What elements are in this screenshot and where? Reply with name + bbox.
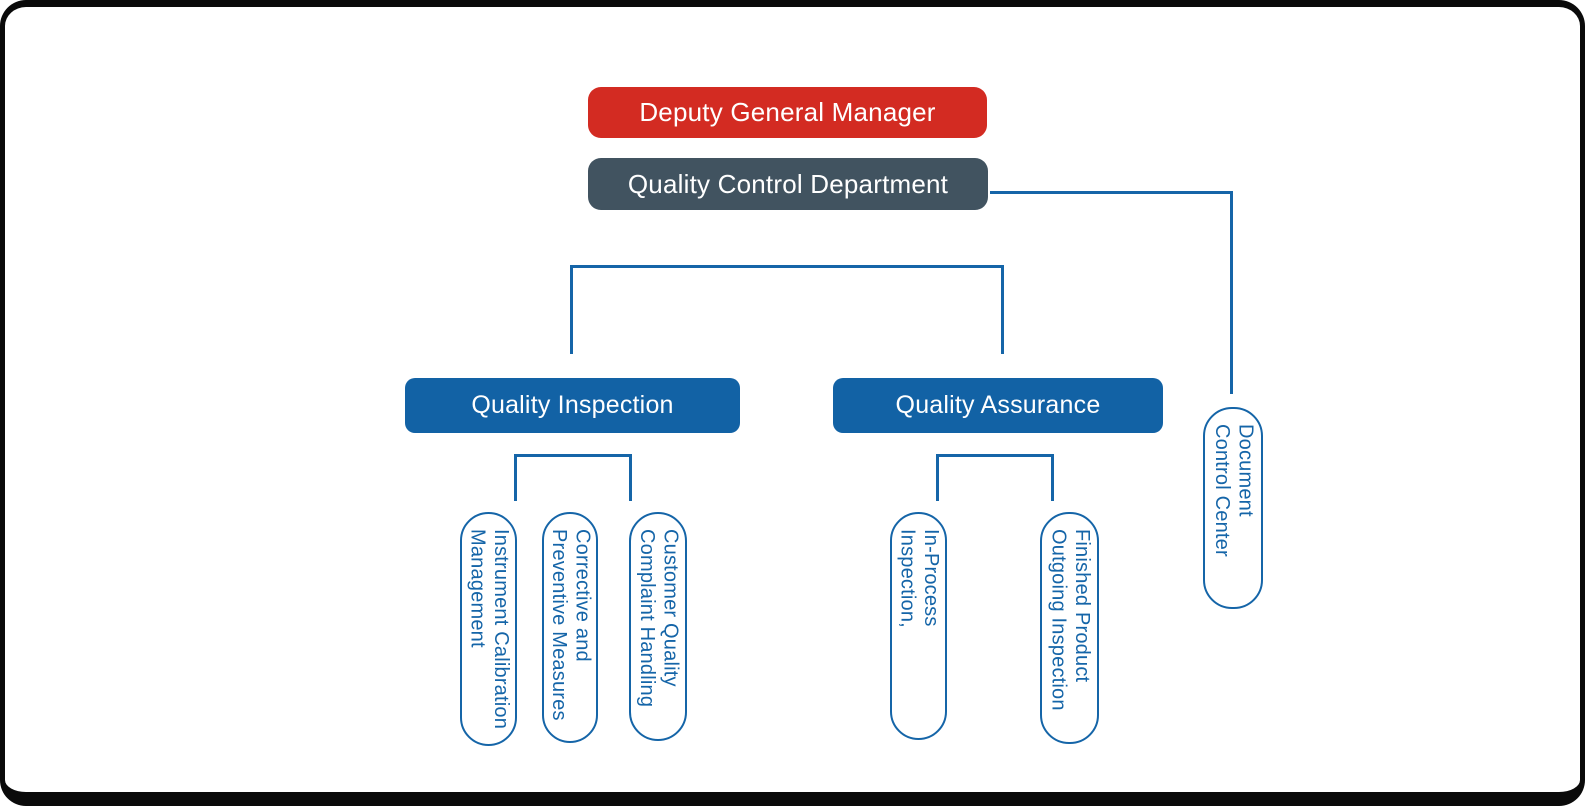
node-customer-quality-complaint-handling-label: Customer Quality Complaint Handling [634, 514, 682, 739]
connector-qa-bracket-right-drop [1051, 454, 1054, 501]
node-deputy-general-manager-label: Deputy General Manager [639, 97, 936, 127]
node-document-control-center: Document Control Center [1203, 407, 1263, 609]
node-finished-product-outgoing-inspection-label: Finished Product Outgoing Inspection [1046, 514, 1094, 742]
vtext-line: Complaint Handling [636, 529, 658, 708]
vtext-line: Management [466, 529, 489, 648]
node-deputy-general-manager: Deputy General Manager [588, 87, 987, 138]
connector-main-bracket-left-drop [570, 265, 573, 354]
vtext-line: Finished Product [1071, 529, 1094, 683]
vtext-line: Preventive Measures [548, 529, 570, 721]
vtext-line: Instrument Calibration [490, 529, 513, 730]
connector-qa-bracket-horizontal [936, 454, 1054, 457]
node-document-control-center-label: Document Control Center [1209, 409, 1257, 607]
vtext-line: In-Process [920, 529, 943, 627]
vtext-line: Outgoing Inspection [1047, 529, 1070, 711]
connector-qi-bracket-horizontal [514, 454, 632, 457]
node-instrument-calibration-management-label: Instrument Calibration Management [465, 514, 513, 744]
node-quality-control-department: Quality Control Department [588, 158, 988, 210]
connector-qcd-to-doc-vertical [1230, 191, 1233, 394]
node-corrective-preventive-measures: Corrective and Preventive Measures [542, 512, 598, 743]
vtext-line: Document [1234, 424, 1257, 517]
node-finished-product-outgoing-inspection: Finished Product Outgoing Inspection [1040, 512, 1099, 744]
node-customer-quality-complaint-handling: Customer Quality Complaint Handling [629, 512, 687, 741]
connector-qi-bracket-right-drop [629, 454, 632, 501]
vtext-line: Customer Quality [659, 529, 682, 687]
node-quality-assurance: Quality Assurance [833, 378, 1163, 433]
connector-qcd-to-doc-horizontal [990, 191, 1233, 194]
node-quality-assurance-label: Quality Assurance [895, 391, 1101, 419]
node-in-process-inspection-label: In-Process Inspection, [895, 514, 943, 738]
node-instrument-calibration-management: Instrument Calibration Management [460, 512, 517, 746]
connector-qi-bracket-left-drop [514, 454, 517, 501]
node-in-process-inspection: In-Process Inspection, [890, 512, 947, 740]
connector-main-bracket-horizontal [570, 265, 1004, 268]
vtext-line: Control Center [1211, 424, 1233, 557]
node-corrective-preventive-measures-label: Corrective and Preventive Measures [546, 514, 594, 741]
node-quality-inspection: Quality Inspection [405, 378, 740, 433]
vtext-line: Inspection, [896, 529, 919, 628]
vtext-line: Corrective and [571, 529, 594, 662]
node-quality-inspection-label: Quality Inspection [471, 391, 674, 419]
connector-main-bracket-right-drop [1001, 265, 1004, 354]
node-quality-control-department-label: Quality Control Department [627, 168, 949, 199]
connector-qa-bracket-left-drop [936, 454, 939, 501]
